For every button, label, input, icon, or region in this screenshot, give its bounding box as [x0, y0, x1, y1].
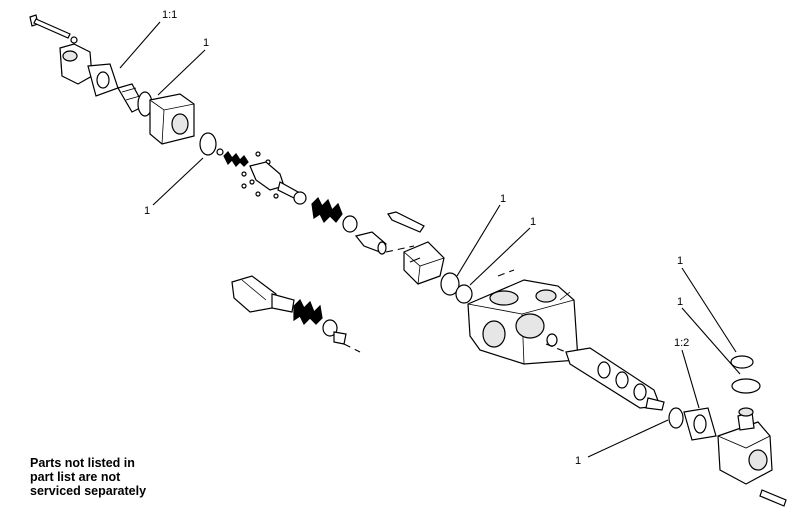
end-cap [59, 43, 93, 85]
relief-axis [343, 343, 361, 353]
o-ring-lower-1 [668, 407, 684, 429]
o-ring-upper-2 [199, 132, 217, 156]
valve-section-block [149, 93, 195, 145]
callout-1-c: 1 [500, 193, 506, 205]
callout-1-a: 1 [203, 37, 209, 49]
valve-body [467, 279, 579, 365]
cap-bolt [29, 14, 71, 39]
parts-note: Parts not listed in part list are not se… [30, 456, 200, 498]
detent-spring [223, 151, 249, 167]
o-ring-mid-1 [440, 272, 460, 296]
spool-end [354, 231, 387, 255]
callout-1-2: 1:2 [674, 337, 689, 349]
detent-plunger [249, 161, 299, 199]
callout-1-d: 1 [530, 216, 536, 228]
o-ring-right-1 [730, 355, 754, 369]
callout-1-f: 1 [677, 296, 683, 308]
callout-1-1: 1:1 [162, 9, 177, 21]
o-ring-upper-3 [216, 148, 224, 156]
small-washer [70, 36, 78, 44]
parts-note-line-1: Parts not listed in [30, 456, 135, 470]
parts-note-line-3: serviced separately [30, 484, 147, 498]
spring-seat [342, 215, 358, 233]
relief-spring [293, 298, 323, 326]
body-bracket-axis [497, 269, 515, 277]
plunger-cap [293, 191, 307, 205]
relief-poppet [322, 319, 347, 345]
o-ring-right-2 [731, 378, 761, 394]
spool-cap [717, 407, 773, 485]
end-cap-gasket [87, 63, 119, 97]
main-spool [565, 347, 665, 411]
leader-lines [119, 21, 741, 458]
spool-retainer-block [403, 241, 445, 285]
retaining-bolt [387, 211, 425, 233]
detent-axis [385, 245, 415, 253]
o-ring-mid-2 [455, 284, 473, 304]
centering-spring [311, 196, 343, 224]
callout-1-e: 1 [677, 255, 683, 267]
relief-valve-cartridge [231, 275, 295, 313]
callout-1-b: 1 [144, 205, 150, 217]
spool-cap-gasket [683, 407, 717, 441]
callout-1-g: 1 [575, 455, 581, 467]
spool-axis [545, 343, 567, 353]
parts-note-line-2: part list are not [30, 470, 121, 484]
cap-bolt-lower [759, 489, 787, 507]
